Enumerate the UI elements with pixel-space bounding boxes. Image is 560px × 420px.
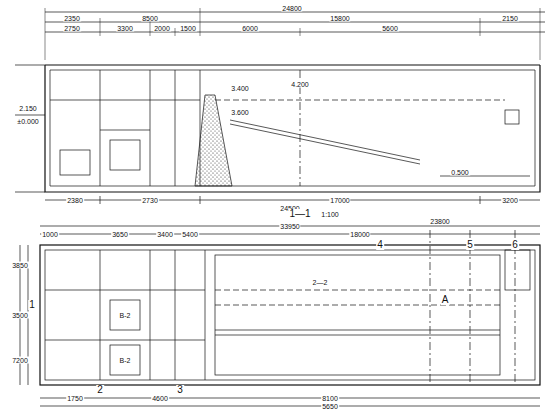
axis-label: 3 — [176, 385, 184, 395]
dimension-text: 2000 — [153, 25, 171, 32]
axis-label: 1 — [28, 300, 36, 310]
dimension-text: 5400 — [181, 231, 199, 238]
dimension-text: 3300 — [116, 25, 134, 32]
axis-label: 5 — [466, 240, 474, 250]
dimension-text: 4600 — [151, 395, 169, 402]
axis-label: 4 — [376, 240, 384, 250]
dimension-text: 1500 — [179, 25, 197, 32]
dimension-text: 3200 — [501, 197, 519, 204]
dimension-text: 23800 — [429, 218, 450, 225]
dimension-text: ±0.000 — [16, 118, 39, 125]
dimension-text: 2—2 — [312, 279, 329, 286]
dimension-text: 1000 — [41, 231, 59, 238]
dimension-text: 3.400 — [230, 85, 250, 92]
dimension-text: 2730 — [141, 197, 159, 204]
dimension-text: 3500 — [11, 312, 29, 319]
dimension-text: 8100 — [321, 395, 339, 402]
dimension-text: 3650 — [111, 231, 129, 238]
dimension-text: 2380 — [66, 197, 84, 204]
dimension-text: 5600 — [381, 25, 399, 32]
dimension-text: 4.200 — [290, 81, 310, 88]
dimension-text: 6000 — [241, 25, 259, 32]
dimension-text: 3.600 — [230, 109, 250, 116]
dimension-text: 3400 — [156, 231, 174, 238]
dimension-text: 7200 — [11, 357, 29, 364]
dimension-text: 2350 — [63, 15, 81, 22]
axis-label: 1—1 — [288, 209, 311, 219]
dimension-text: 8500 — [141, 15, 159, 22]
dimension-text: 5650 — [321, 403, 339, 410]
dimension-text: 24800 — [281, 5, 302, 12]
dimension-text: B-2 — [119, 312, 132, 319]
axis-label: 2 — [96, 385, 104, 395]
dimension-text: 2750 — [63, 25, 81, 32]
axis-label: 6 — [511, 240, 519, 250]
dimension-text: 17000 — [329, 197, 350, 204]
dimension-text: B-2 — [119, 357, 132, 364]
dimension-text: 18000 — [349, 231, 370, 238]
dimension-text: 1:100 — [320, 211, 340, 218]
dimension-text: 2.150 — [18, 105, 38, 112]
dimension-text: 0.500 — [450, 169, 470, 176]
dimension-text: 1750 — [66, 395, 84, 402]
axis-label: A — [441, 295, 450, 305]
dimension-text: 15800 — [329, 15, 350, 22]
dimension-text: 33950 — [279, 223, 300, 230]
dimension-text: 3850 — [11, 262, 29, 269]
dimension-text: 2150 — [501, 15, 519, 22]
